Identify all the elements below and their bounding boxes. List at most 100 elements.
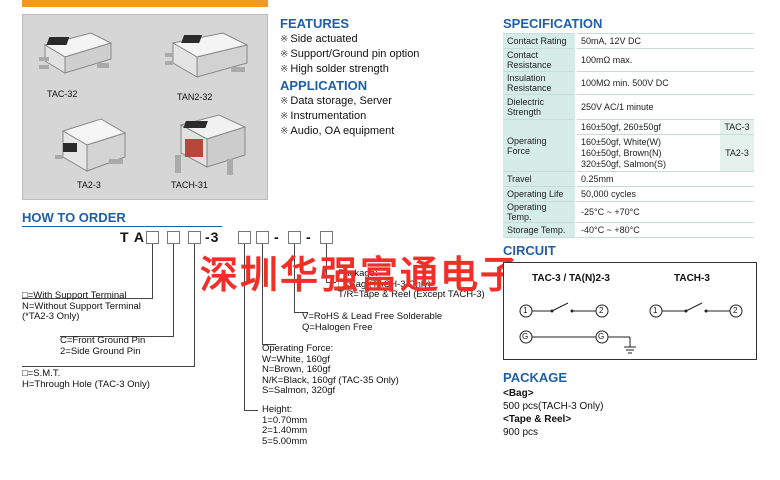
connector-line: [326, 282, 336, 283]
order-code-prefix: T A: [120, 229, 146, 245]
spec-key: Dielectric Strength: [503, 94, 577, 120]
part-label-ta23: TA2-3: [77, 180, 101, 190]
spec-value: 50mA, 12V DC: [576, 33, 754, 49]
circuit-pin-g: G: [522, 332, 529, 341]
spec-key: Operating Temp.: [503, 201, 577, 223]
spec-value: 160±50gf, White(W) 160±50gf, Brown(N) 32…: [576, 134, 720, 172]
order-desc-height: Height: 1=0.70mm 2=1.40mm 5=5.00mm: [262, 404, 308, 447]
spec-row: Contact Rating 50mA, 12V DC: [503, 33, 754, 49]
connector-line: [294, 244, 295, 312]
how-to-order-underline: [22, 226, 222, 227]
specification-table: Contact Rating 50mA, 12V DC Contact Resi…: [503, 33, 754, 238]
circuit-pin-2: 2: [599, 306, 604, 315]
spec-value: 250V AC/1 minute: [576, 94, 754, 120]
spec-row: Operating Force 160±50gf, 260±50gf TAC-3: [503, 119, 754, 172]
spec-value: 0.25mm: [576, 171, 754, 187]
application-item: ※Instrumentation: [280, 110, 367, 122]
package-tape-value: 900 pcs: [503, 427, 539, 438]
features-list: ※Side actuated ※Support/Ground pin optio…: [280, 32, 419, 77]
order-desc-rohs: V=RoHS & Lead Free Solderable Q=Halogen …: [302, 311, 443, 333]
how-to-order-title: HOW TO ORDER: [22, 210, 126, 225]
spec-value: -40°C ~ +80°C: [576, 222, 754, 238]
spec-row: Insulation Resistance 100MΩ min. 500V DC: [503, 71, 754, 95]
connector-line: [194, 244, 195, 366]
part-label-tach31: TACH-31: [171, 180, 208, 190]
order-desc-ground: C=Front Ground Pin 2=Side Ground Pin: [60, 335, 146, 357]
switch-tach31-image: [175, 114, 247, 175]
spec-value: 100mΩ max.: [576, 48, 754, 72]
switch-tac32-image: [39, 32, 113, 74]
spec-row: Storage Temp. -40°C ~ +80°C: [503, 222, 754, 238]
part-label-tac32: TAC-32: [47, 89, 78, 99]
spec-value: -25°C ~ +70°C: [576, 201, 754, 223]
spec-value: 50,000 cycles: [576, 186, 754, 202]
package-bag-label: <Bag>: [503, 388, 534, 399]
order-box-package: [320, 231, 333, 244]
spec-row: Operating Life 50,000 cycles: [503, 186, 754, 202]
spec-row: Dielectric Strength 250V AC/1 minute: [503, 94, 754, 120]
order-dash: -: [306, 229, 311, 245]
spec-row: Travel 0.25mm: [503, 171, 754, 187]
connector-line: [173, 244, 174, 336]
application-item: ※Audio, OA equipment: [280, 125, 395, 137]
order-box-mount: [188, 231, 201, 244]
order-code-mid: -3: [205, 229, 220, 245]
spec-key: Operating Force: [503, 119, 577, 172]
order-desc-support: □=With Support Terminal N=Without Suppor…: [22, 290, 141, 322]
connector-line: [262, 344, 276, 345]
order-desc-force: Operating Force: W=White, 160gf N=Brown,…: [262, 343, 399, 396]
spec-row: Operating Temp. -25°C ~ +70°C: [503, 201, 754, 223]
circuit-diagram: TAC-3 / TA(N)2-3 TACH-3 1 2 G G 1 2: [503, 262, 757, 360]
package-title: PACKAGE: [503, 370, 568, 385]
spec-key: Contact Rating: [503, 33, 577, 49]
feature-item: ※Side actuated: [280, 33, 358, 45]
application-list: ※Data storage, Server ※Instrumentation ※…: [280, 94, 394, 139]
circuit-pin-2: 2: [733, 306, 738, 315]
circuit-pin-1: 1: [523, 306, 528, 315]
feature-item: ※High solder strength: [280, 63, 389, 75]
switch-ta23-image: [55, 118, 127, 172]
order-box-height: [238, 231, 251, 244]
order-desc-package: Package: □=Bag (TACH-3 Only) T/R=Tape & …: [338, 268, 485, 300]
connector-line: [294, 312, 308, 313]
spec-key: Storage Temp.: [503, 222, 577, 238]
spec-row: 160±50gf, White(W) 160±50gf, Brown(N) 32…: [503, 134, 754, 172]
connector-line: [22, 366, 195, 367]
spec-value: 160±50gf, 260±50gf: [576, 119, 720, 135]
spec-model: TA2-3: [719, 134, 754, 172]
package-tape-label: <Tape & Reel>: [503, 414, 572, 425]
circuit-pin-1: 1: [653, 306, 658, 315]
switch-tan232-image: [165, 32, 249, 78]
connector-line: [244, 410, 258, 411]
connector-line: [22, 298, 153, 299]
circuit-title: CIRCUIT: [503, 243, 556, 258]
spec-key: Insulation Resistance: [503, 71, 577, 95]
connector-line: [60, 336, 174, 337]
connector-line: [244, 244, 245, 410]
order-box-support: [146, 231, 159, 244]
part-label-tan232: TAN2-32: [177, 92, 213, 102]
circuit-label-left: TAC-3 / TA(N)2-3: [532, 273, 610, 284]
order-box-ground: [167, 231, 180, 244]
order-box-force: [256, 231, 269, 244]
features-title: FEATURES: [280, 16, 350, 31]
spec-key: Operating Life: [503, 186, 577, 202]
application-item: ※Data storage, Server: [280, 95, 392, 107]
package-bag-value: 500 pcs(TACH-3 Only): [503, 401, 604, 412]
specification-title: SPECIFICATION: [503, 16, 603, 31]
application-title: APPLICATION: [280, 78, 368, 93]
order-desc-mount: □=S.M.T. H=Through Hole (TAC-3 Only): [22, 368, 150, 390]
feature-item: ※Support/Ground pin option: [280, 48, 420, 60]
circuit-pin-g: G: [598, 332, 605, 341]
spec-key: Travel: [503, 171, 577, 187]
top-accent-bar: [22, 0, 268, 7]
spec-value: 100MΩ min. 500V DC: [576, 71, 754, 95]
spec-model: TAC-3: [719, 119, 754, 135]
circuit-schematic: [519, 302, 743, 354]
connector-line: [152, 244, 153, 298]
circuit-label-right: TACH-3: [674, 273, 710, 284]
order-box-rohs: [288, 231, 301, 244]
product-photo: TAC-32 TAN2-32 TA2-3 TACH-31: [22, 14, 268, 200]
connector-line: [262, 244, 263, 344]
spec-key: Contact Resistance: [503, 48, 577, 72]
